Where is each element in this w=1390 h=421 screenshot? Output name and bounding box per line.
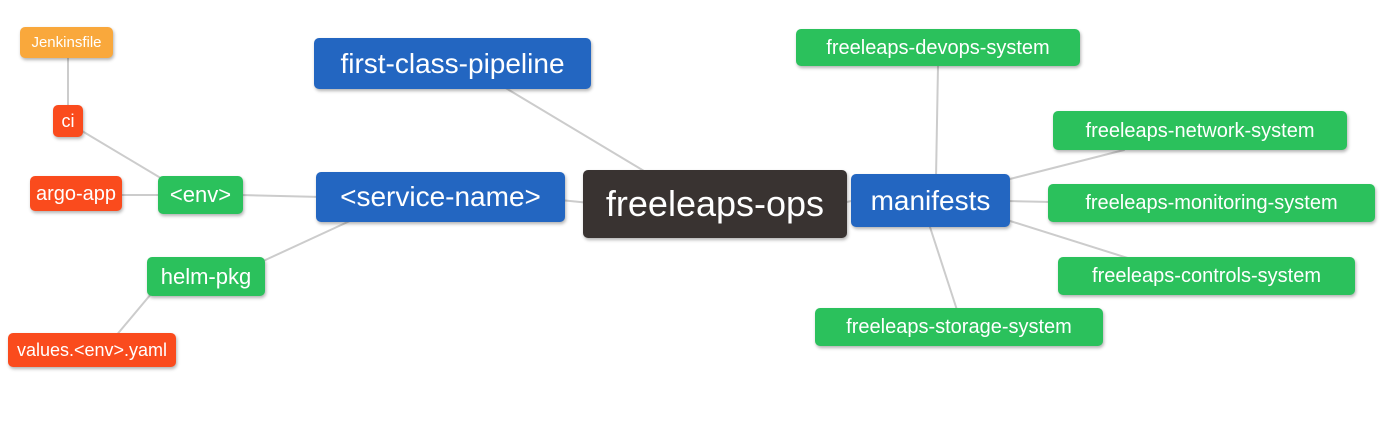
node-helm-pkg[interactable]: helm-pkg [147,257,265,296]
node-manifests[interactable]: manifests [851,174,1010,227]
edge-first-class-pipeline-to-freeleaps-ops [503,86,650,175]
edge-manifests-to-storage-system [928,223,958,311]
edge-manifests-to-monitoring-system [1005,200,1053,203]
node-argo-app[interactable]: argo-app [30,176,122,211]
node-env[interactable]: <env> [158,176,243,214]
node-storage-system[interactable]: freeleaps-storage-system [815,308,1103,346]
node-network-system[interactable]: freeleaps-network-system [1053,111,1347,150]
edge-manifests-to-devops-system [935,65,939,179]
node-values-env-yaml[interactable]: values.<env>.yaml [8,333,176,367]
node-controls-system[interactable]: freeleaps-controls-system [1058,257,1355,295]
node-jenkinsfile[interactable]: Jenkinsfile [20,27,113,58]
node-service-name[interactable]: <service-name> [316,172,565,222]
edge-ci-to-env [81,130,165,181]
node-freeleaps-ops[interactable]: freeleaps-ops [583,170,847,238]
edge-manifests-to-controls-system [1006,219,1135,261]
edge-service-name-to-helm-pkg [260,219,353,263]
edge-env-to-service-name [239,194,323,198]
edge-helm-pkg-to-values-env-yaml [114,293,152,338]
node-monitoring-system[interactable]: freeleaps-monitoring-system [1048,184,1375,222]
edge-manifests-to-network-system [1005,149,1125,181]
node-ci[interactable]: ci [53,105,83,137]
node-devops-system[interactable]: freeleaps-devops-system [796,29,1080,66]
node-first-class-pipeline[interactable]: first-class-pipeline [314,38,591,89]
